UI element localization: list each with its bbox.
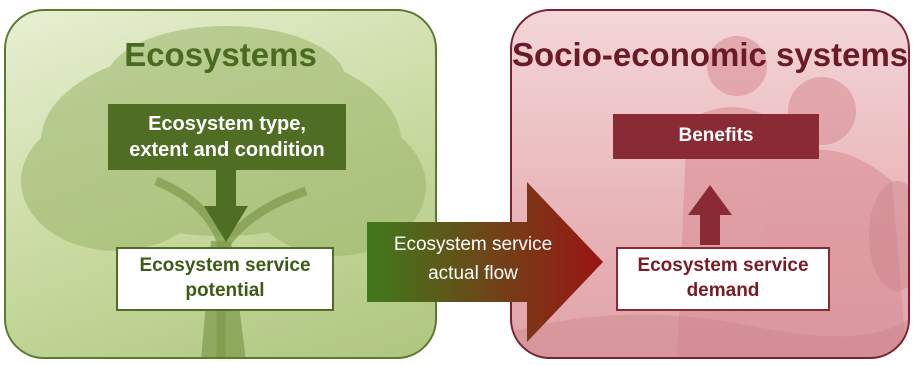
down-arrow-icon	[204, 170, 248, 242]
service-demand-box: Ecosystem service demand	[616, 247, 830, 311]
flow-label-line2: actual flow	[428, 263, 518, 285]
service-potential-box: Ecosystem service potential	[116, 247, 334, 311]
benefits-box: Benefits	[613, 114, 819, 159]
service-potential-line2: potential	[185, 280, 265, 301]
flow-label-line1: Ecosystem service	[393, 234, 553, 255]
ecosystems-title: Ecosystems	[124, 36, 317, 73]
socio-economic-title: Socio-economic systems	[512, 36, 909, 73]
service-demand-line2: demand	[686, 280, 760, 301]
flow-arrow-icon	[367, 182, 603, 342]
ecosystem-type-box: Ecosystem type, extent and condition	[108, 104, 346, 170]
up-arrow-icon	[688, 185, 732, 245]
ecosystem-type-line1: Ecosystem type,	[148, 113, 306, 135]
service-demand-line1: Ecosystem service	[637, 255, 809, 277]
ecosystem-type-line2: extent and condition	[129, 139, 325, 161]
service-potential-line1: Ecosystem service	[139, 255, 311, 277]
flow-label: Ecosystem service actual flow	[370, 230, 576, 289]
